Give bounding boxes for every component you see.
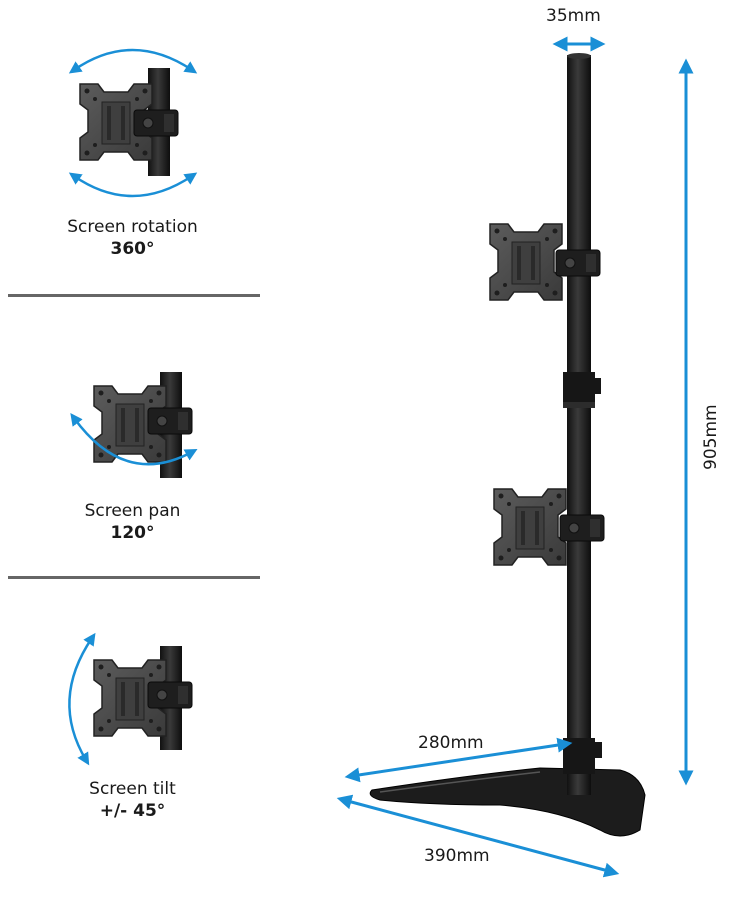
tilt-label: Screen tilt xyxy=(89,779,176,799)
rotation-label: Screen rotation xyxy=(67,217,198,237)
rotation-illustration xyxy=(68,48,198,198)
pan-caption: Screen pan 120° xyxy=(0,500,265,544)
monitor-stand xyxy=(369,53,646,837)
divider-2 xyxy=(8,576,260,579)
rotation-caption: Screen rotation 360° xyxy=(0,216,265,260)
divider-1 xyxy=(8,294,260,297)
base-depth-label: 280mm xyxy=(418,733,484,753)
pan-illustration xyxy=(70,372,198,478)
tilt-illustration xyxy=(68,632,193,766)
pole-diameter-label: 35mm xyxy=(546,6,601,26)
base-width-label: 390mm xyxy=(424,846,490,866)
tilt-value: +/- 45° xyxy=(99,801,166,821)
rotation-value: 360° xyxy=(110,239,155,259)
tilt-caption: Screen tilt +/- 45° xyxy=(0,778,265,822)
dimension-arrows xyxy=(336,36,694,878)
pan-label: Screen pan xyxy=(84,501,181,521)
height-label: 905mm xyxy=(701,404,721,470)
pan-value: 120° xyxy=(110,523,155,543)
